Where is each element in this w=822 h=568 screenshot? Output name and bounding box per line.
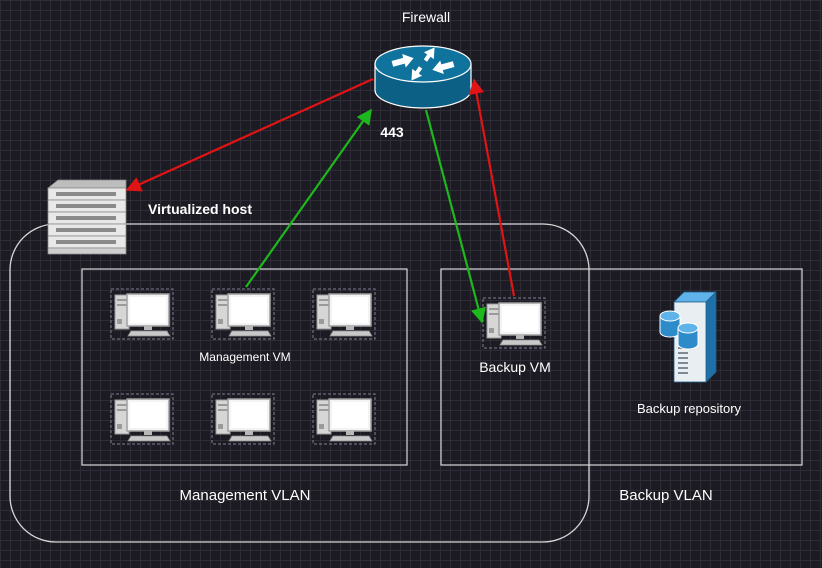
management-vm-label: Management VM	[199, 350, 290, 364]
firewall-icon	[374, 45, 472, 109]
backup-repository-label: Backup repository	[637, 401, 742, 416]
backup-vm-icon	[482, 297, 546, 349]
workstation-icon	[110, 288, 174, 340]
firewall-label: Firewall	[402, 9, 450, 25]
workstation-icon	[211, 393, 275, 445]
storage-server-icon	[659, 291, 717, 383]
backup-vlan-container	[440, 268, 803, 466]
backup-vm-label: Backup VM	[479, 359, 551, 375]
management-vlan-container	[9, 223, 590, 543]
blocked-flow-arrow	[125, 77, 374, 192]
server-rack-icon	[46, 179, 127, 255]
management-vlan-label: Management VLAN	[180, 487, 311, 504]
management-vm-icon	[211, 288, 275, 340]
virtualized-host-label: Virtualized host	[148, 201, 252, 217]
database-icon	[659, 310, 699, 350]
allowed-flow-arrow	[424, 109, 486, 324]
workstation-icon	[312, 393, 376, 445]
port-label: 443	[380, 124, 404, 140]
management-vm-group	[81, 268, 408, 466]
allowed-flow-arrow	[245, 108, 372, 288]
backup-vlan-label: Backup VLAN	[619, 487, 712, 504]
workstation-icon	[110, 393, 174, 445]
workstation-icon	[312, 288, 376, 340]
blocked-flow-arrow	[468, 78, 516, 297]
